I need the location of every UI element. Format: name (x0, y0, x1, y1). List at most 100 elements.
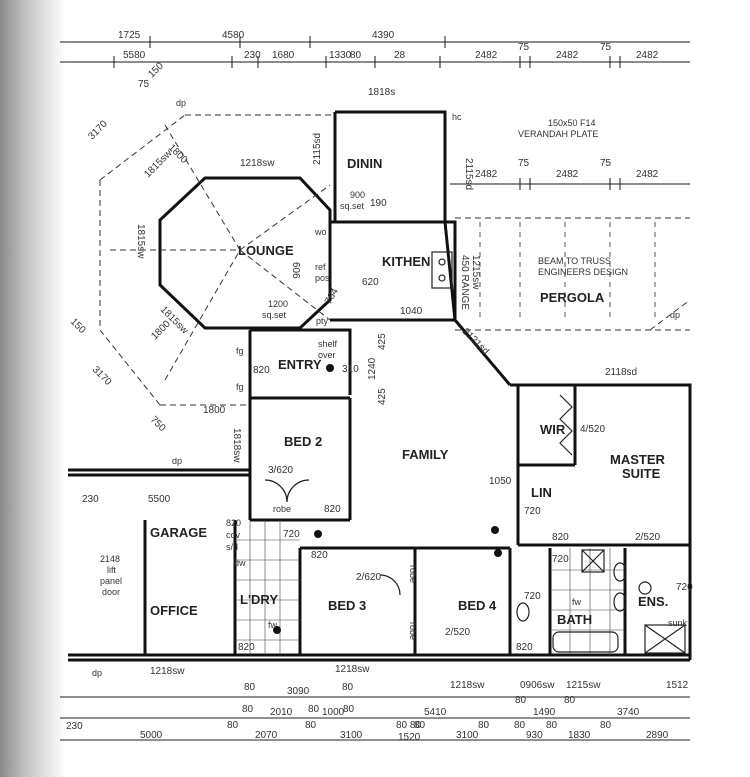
dim-text: 230 (82, 494, 99, 505)
note-downpipe-1: dp (176, 98, 186, 108)
note-wo: wo (314, 227, 327, 237)
dim-text: 2010 (270, 707, 293, 718)
room-label-bath: BATH (557, 612, 592, 627)
dim-text: 1512 (666, 680, 689, 691)
note-robe-bed3: robe (408, 565, 418, 583)
dim-text: 764 (323, 286, 341, 306)
dim-text: 2482 (556, 169, 579, 180)
dim-text: 3/620 (268, 465, 293, 476)
dim-text: 75 (600, 42, 612, 53)
dim-text: 2890 (646, 730, 669, 741)
note-sqset-4: sq.set (262, 310, 287, 320)
dim-text: 1520 (398, 732, 421, 743)
dim-text: 1490 (533, 707, 556, 718)
note-shelf-2: over (318, 350, 336, 360)
dim-text: 4580 (222, 30, 245, 41)
note-ref-1: ref (315, 262, 326, 272)
dim-text: 1815sw (135, 224, 146, 259)
dim-text: 1050 (489, 476, 512, 487)
dim-text: 3740 (617, 707, 640, 718)
note-lift-3: panel (100, 576, 122, 586)
dim-text: 620 (362, 277, 379, 288)
dim-text: 2/520 (635, 532, 660, 543)
note-beam-1: BEAM TO TRUSS (538, 256, 611, 266)
dim-text: 3100 (456, 730, 479, 741)
dim-text: 80 (414, 720, 426, 731)
dim-text: 75 (518, 42, 530, 53)
dim-text: 190 (370, 198, 387, 209)
dim-text: 3090 (287, 686, 310, 697)
dim-text: 80 (227, 720, 239, 731)
room-label-kitchen: KITHEN (382, 254, 430, 269)
dim-text: 1218sw (150, 666, 185, 677)
room-label-dining: DININ (347, 156, 382, 171)
note-robe-bed2: robe (273, 504, 291, 514)
note-sqset-3: 1200 (268, 299, 288, 309)
dim-text: 2482 (475, 50, 498, 61)
dim-text: 80 (514, 720, 526, 731)
dim-text: 820 (516, 642, 533, 653)
dim-text: 80 (244, 682, 256, 693)
note-pantry: pty (316, 316, 329, 326)
dim-text: 606 (290, 262, 301, 279)
dim-text: 1218sw (450, 680, 485, 691)
dim-text: 1215sw (566, 680, 601, 691)
note-fg-2: fg (236, 382, 244, 392)
dim-text: 1330 (329, 50, 352, 61)
dim-text: 310 (342, 364, 359, 375)
dim-text: 4/520 (580, 424, 605, 435)
room-label-lounge: LOUNGE (238, 243, 294, 258)
note-verandah-1: 150x50 F14 (548, 118, 596, 128)
dim-text: 80 (546, 720, 558, 731)
dim-text: 80 (478, 720, 490, 731)
note-downpipe-2: dp (172, 456, 182, 466)
dim-text: 820 (238, 642, 255, 653)
dim-text: 820 (324, 504, 341, 515)
room-label-bed2: BED 2 (284, 434, 322, 449)
dim-text: 820 (311, 550, 328, 561)
note-hc: hc (452, 112, 462, 122)
dim-text: 1218sw (335, 664, 370, 675)
dim-text: 2118sd (605, 367, 637, 378)
note-lift-2: lift (107, 565, 116, 575)
dim-text: 1815sw (142, 147, 175, 180)
dim-text: 3170 (90, 364, 114, 388)
dim-text: 2482 (556, 50, 579, 61)
dim-text: 1000 (322, 707, 345, 718)
dim-text: 2482 (475, 169, 498, 180)
note-fg-1: fg (236, 346, 244, 356)
page-binding-shadow (0, 0, 66, 777)
dim-text: 1040 (400, 306, 423, 317)
dim-text: 2/520 (445, 627, 470, 638)
dim-text: 80 (515, 695, 527, 706)
dim-text: 80 80 (396, 720, 421, 731)
dim-text: 1725 (118, 30, 141, 41)
dim-text: 2482 (636, 50, 659, 61)
dim-text: 720 (283, 529, 300, 540)
dim-text: 1215sw (470, 255, 481, 290)
dim-text: 720 (552, 554, 569, 565)
dim-text: 5000 (140, 730, 163, 741)
dim-text: 750 (148, 414, 168, 434)
note-cov-3: s/d (226, 542, 238, 552)
dim-text: 80 (342, 682, 354, 693)
note-downpipe-3: dp (92, 668, 102, 678)
room-label-linen: LIN (531, 485, 552, 500)
room-label-wir: WIR (540, 422, 566, 437)
dim-text: 720 (676, 582, 693, 593)
dim-text: 80 (600, 720, 612, 731)
dim-text: 930 (526, 730, 543, 741)
dim-text: 720 (524, 591, 541, 602)
note-fw-1: fw (268, 620, 278, 630)
note-sunk: sunk (668, 618, 688, 628)
room-label-entry: ENTRY (278, 357, 322, 372)
room-label-pergola: PERGOLA (540, 290, 605, 305)
dim-text: 5410 (424, 707, 447, 718)
room-label-office: OFFICE (150, 603, 198, 618)
note-cov-1: 820 (226, 518, 241, 528)
dim-text: 1240 (367, 357, 378, 380)
dim-text: 80 (350, 50, 362, 61)
dim-text: 3170 (86, 118, 110, 142)
